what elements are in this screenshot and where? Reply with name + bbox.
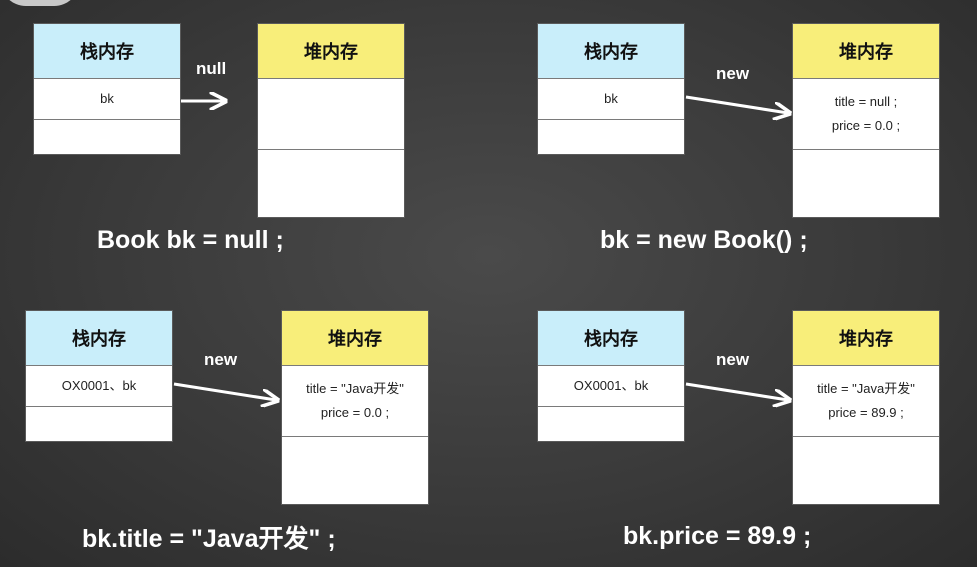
stack-memory-box: 栈内存 OX0001、bk (537, 310, 685, 442)
code-caption: bk.price = 89.9 ; (623, 522, 812, 550)
stack-cell-empty (34, 120, 180, 154)
stack-memory-header: 栈内存 (34, 24, 180, 79)
heap-memory-box: 堆内存 title = "Java开发" price = 0.0 ; (281, 310, 429, 505)
stack-cell-empty (26, 407, 172, 441)
reference-arrow-3 (173, 382, 276, 400)
reference-arrow-2 (685, 95, 788, 113)
stack-cell-reference: bk (538, 79, 684, 120)
reference-arrow-4 (685, 382, 788, 400)
heap-field-price: price = 0.0 ; (831, 118, 901, 133)
heap-cell-empty (793, 150, 939, 217)
heap-memory-header: 堆内存 (793, 311, 939, 366)
arrow-label: null (196, 59, 227, 78)
heap-memory-box: 堆内存 (257, 23, 405, 218)
arrow-label: new (716, 350, 750, 369)
heap-cell-empty (258, 150, 404, 217)
heap-cell-fields: title = null ; price = 0.0 ; (793, 79, 939, 150)
stack-cell-empty (538, 407, 684, 441)
arrow-label: new (716, 64, 750, 83)
stack-cell-reference: OX0001、bk (26, 366, 172, 407)
heap-memory-header: 堆内存 (258, 24, 404, 79)
stack-cell-empty (538, 120, 684, 154)
stack-memory-box: 栈内存 bk (537, 23, 685, 155)
stack-memory-header: 栈内存 (538, 311, 684, 366)
code-caption: Book bk = null ; (97, 226, 284, 254)
heap-memory-box: 堆内存 title = "Java开发" price = 89.9 ; (792, 310, 940, 505)
stack-memory-box: 栈内存 bk (33, 23, 181, 155)
stack-memory-header: 栈内存 (538, 24, 684, 79)
heap-field-price: price = 0.0 ; (320, 405, 390, 420)
heap-memory-box: 堆内存 title = null ; price = 0.0 ; (792, 23, 940, 218)
heap-cell-fields: title = "Java开发" price = 89.9 ; (793, 366, 939, 437)
heap-field-price: price = 89.9 ; (828, 405, 904, 420)
heap-memory-header: 堆内存 (793, 24, 939, 79)
stack-cell-reference: OX0001、bk (538, 366, 684, 407)
stack-memory-box: 栈内存 OX0001、bk (25, 310, 173, 442)
heap-field-title: title = "Java开发" (817, 381, 915, 396)
heap-cell-fields (258, 79, 404, 150)
heap-cell-fields: title = "Java开发" price = 0.0 ; (282, 366, 428, 437)
code-caption: bk = new Book() ; (600, 226, 808, 254)
heap-memory-header: 堆内存 (282, 311, 428, 366)
corner-badge (0, 0, 80, 6)
arrow-label: new (204, 350, 238, 369)
heap-field-title: title = null ; (834, 94, 898, 109)
stack-memory-header: 栈内存 (26, 311, 172, 366)
stack-cell-reference: bk (34, 79, 180, 120)
code-caption: bk.title = "Java开发" ; (82, 525, 336, 553)
heap-cell-empty (282, 437, 428, 504)
heap-cell-empty (793, 437, 939, 504)
heap-field-title: title = "Java开发" (306, 381, 404, 396)
